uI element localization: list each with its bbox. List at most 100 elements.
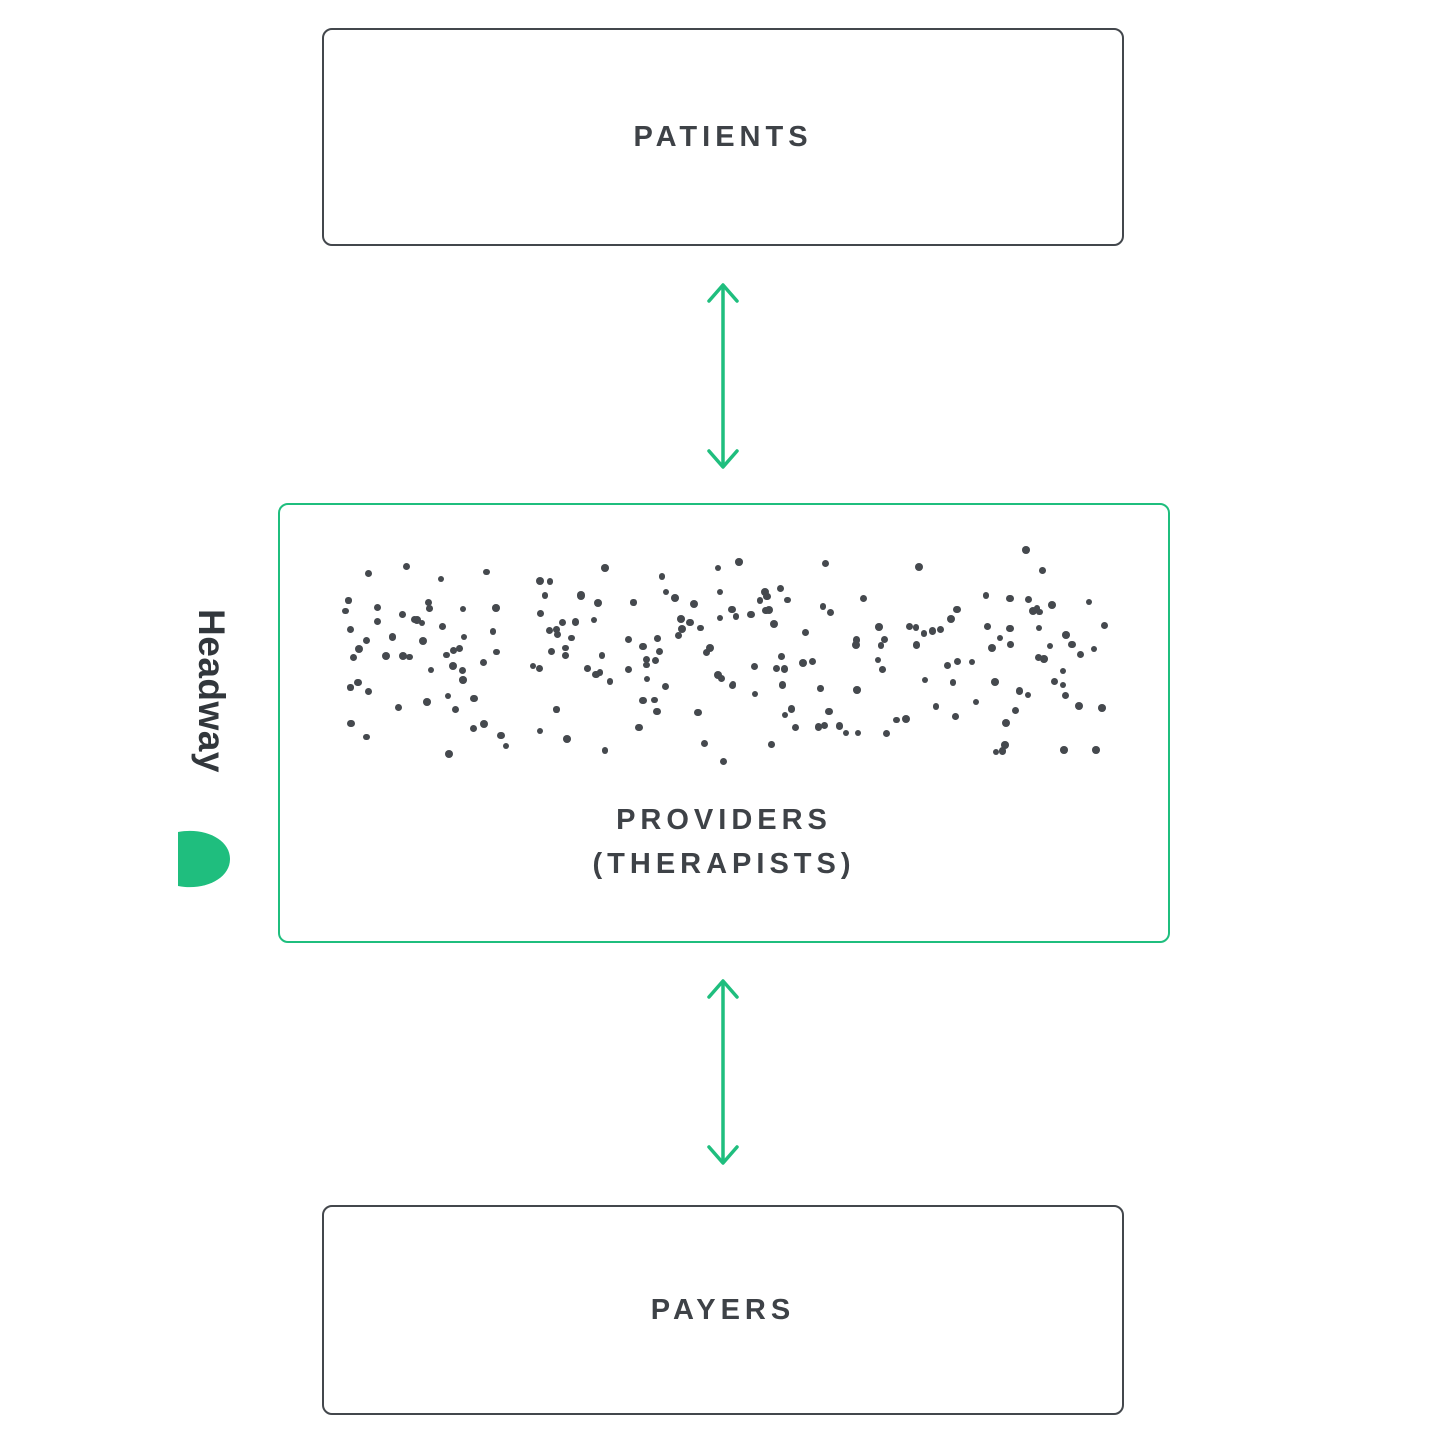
provider-dot [729, 681, 736, 688]
provider-dot [920, 630, 928, 638]
provider-dot [596, 669, 604, 676]
provider-dot [537, 609, 545, 617]
provider-dot [1051, 678, 1059, 686]
provider-dot [571, 617, 580, 626]
provider-dot [1034, 653, 1042, 661]
provider-dot [912, 624, 920, 631]
provider-dot [1033, 605, 1040, 612]
provider-dot [968, 659, 976, 666]
provider-dot [1007, 641, 1014, 648]
provider-dot [694, 708, 702, 716]
provider-dot [716, 614, 724, 622]
provider-dot [493, 649, 500, 656]
provider-dot [1035, 624, 1043, 632]
provider-dot [819, 603, 827, 610]
provider-dot [984, 623, 991, 631]
provider-dot [1024, 595, 1032, 603]
provider-dot [1039, 566, 1046, 574]
provider-dot [459, 675, 467, 684]
provider-dot [455, 644, 463, 652]
provider-dot [782, 711, 789, 719]
provider-dot [639, 696, 647, 705]
provider-dot [808, 658, 816, 666]
provider-dot [801, 629, 809, 637]
provider-dot [413, 616, 421, 624]
provider-dot [936, 626, 944, 634]
provider-dot [825, 707, 834, 716]
provider-dot [345, 597, 352, 604]
provider-dot [880, 635, 889, 644]
provider-dot [988, 644, 997, 653]
payers-box: PAYERS [322, 1205, 1124, 1415]
provider-dot [732, 613, 740, 621]
provider-dot [799, 658, 808, 667]
provider-dot [1028, 606, 1037, 615]
provider-dot [728, 606, 736, 614]
provider-dot [853, 685, 861, 694]
provider-dot [654, 635, 661, 642]
provider-dot [439, 623, 447, 631]
provider-dot [860, 595, 868, 603]
provider-dot [661, 683, 669, 691]
provider-dot [470, 725, 478, 733]
provider-dot [1046, 642, 1053, 649]
provider-dot [553, 706, 560, 713]
provider-dot [1000, 741, 1009, 749]
provider-dot [643, 676, 651, 683]
provider-dot [677, 625, 686, 633]
provider-dot [490, 628, 497, 635]
provider-dot [706, 644, 715, 653]
provider-dot [1001, 718, 1010, 727]
provider-dot [545, 627, 553, 635]
provider-dot [483, 568, 490, 576]
provider-dot [662, 588, 670, 596]
provider-dot [747, 610, 755, 619]
provider-dot [776, 585, 785, 593]
provider-dot [953, 657, 962, 666]
provider-dot [689, 599, 698, 608]
provider-dot [1024, 691, 1031, 699]
provider-dot [479, 658, 487, 666]
provider-dot [671, 594, 680, 602]
provider-dot [653, 707, 661, 716]
provider-dot [594, 599, 603, 608]
provider-dot [443, 652, 450, 659]
provider-dot [651, 656, 659, 664]
provider-dot [768, 740, 775, 748]
provider-dot [842, 729, 850, 737]
double-arrow-icon [701, 280, 745, 472]
provider-dot [750, 663, 758, 671]
provider-dot [553, 630, 562, 639]
provider-dot [418, 619, 425, 626]
provider-dot [452, 705, 460, 714]
provider-dot [449, 646, 457, 654]
provider-dot [1036, 608, 1043, 616]
provider-dot [822, 560, 830, 568]
provider-dot [973, 698, 980, 705]
provider-dot [763, 592, 771, 601]
provider-dot [928, 627, 937, 635]
provider-dot [635, 723, 643, 732]
provider-dot [946, 615, 955, 624]
provider-dot [996, 635, 1003, 642]
provider-dot [751, 691, 758, 698]
providers-label-line2: (THERAPISTS) [592, 848, 856, 880]
provider-dot [826, 609, 835, 617]
provider-dot [1040, 654, 1048, 663]
provider-dot [1062, 631, 1070, 639]
provider-dot [364, 569, 373, 578]
provider-dot [1006, 624, 1015, 633]
provider-dot [535, 577, 544, 586]
provider-dot [449, 661, 458, 670]
provider-dot [1076, 650, 1084, 658]
provider-dot [915, 562, 924, 571]
provider-dot [1059, 667, 1067, 674]
provider-dot [778, 653, 786, 660]
provider-dot [630, 599, 637, 606]
provider-dot [713, 671, 723, 680]
provider-dot [757, 597, 764, 604]
provider-dot [851, 641, 860, 650]
provider-dot [879, 665, 887, 673]
provider-dot [536, 728, 543, 735]
